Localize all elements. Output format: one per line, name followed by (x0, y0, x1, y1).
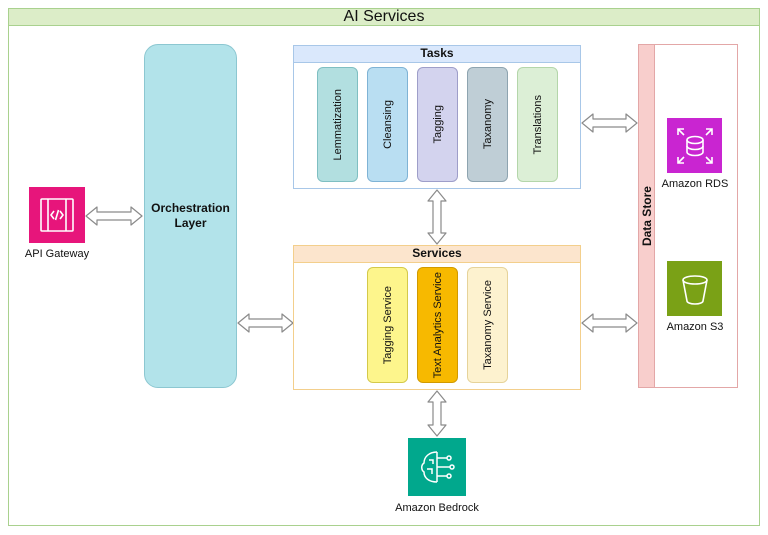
amazon-rds-label: Amazon RDS (661, 178, 729, 190)
service-tagging: Tagging Service (367, 267, 408, 383)
tasks-title: Tasks (294, 46, 580, 63)
arrow-api-orchestration (85, 206, 143, 226)
service-taxanomy: Taxanomy Service (467, 267, 508, 383)
task-taxanomy: Taxanomy (467, 67, 508, 182)
service-text-analytics: Text Analytics Service (417, 267, 458, 383)
orchestration-layer-label: Orchestration Layer (151, 201, 230, 230)
service-label: Text Analytics Service (431, 271, 444, 379)
bedrock-brain-icon (408, 438, 466, 496)
arrow-orchestration-services (237, 313, 294, 333)
task-label: Translations (531, 94, 544, 155)
task-lemmatization: Lemmatization (317, 67, 358, 182)
task-label: Tagging (431, 105, 444, 144)
data-store-title: Data Store (639, 185, 654, 247)
orchestration-layer: Orchestration Layer (144, 44, 237, 388)
api-gateway-icon (29, 187, 85, 243)
task-cleansing: Cleansing (367, 67, 408, 182)
service-label: Tagging Service (381, 285, 394, 365)
api-gateway-label: API Gateway (24, 248, 90, 260)
data-store-header: Data Store (638, 44, 655, 388)
amazon-bedrock-label: Amazon Bedrock (395, 502, 479, 514)
database-icon (667, 118, 722, 173)
service-label: Taxanomy Service (481, 280, 494, 370)
services-title: Services (294, 246, 580, 263)
task-label: Lemmatization (331, 88, 344, 161)
task-label: Taxanomy (481, 99, 494, 150)
task-tagging: Tagging (417, 67, 458, 182)
task-translations: Translations (517, 67, 558, 182)
arrow-services-datastore (581, 313, 638, 333)
ai-services-title: AI Services (8, 8, 760, 26)
arrow-tasks-services (427, 189, 447, 245)
arrow-tasks-datastore (581, 113, 638, 133)
arrow-services-bedrock (427, 390, 447, 437)
bucket-icon (667, 261, 722, 316)
task-label: Cleansing (381, 100, 394, 149)
amazon-s3-label: Amazon S3 (666, 321, 724, 333)
